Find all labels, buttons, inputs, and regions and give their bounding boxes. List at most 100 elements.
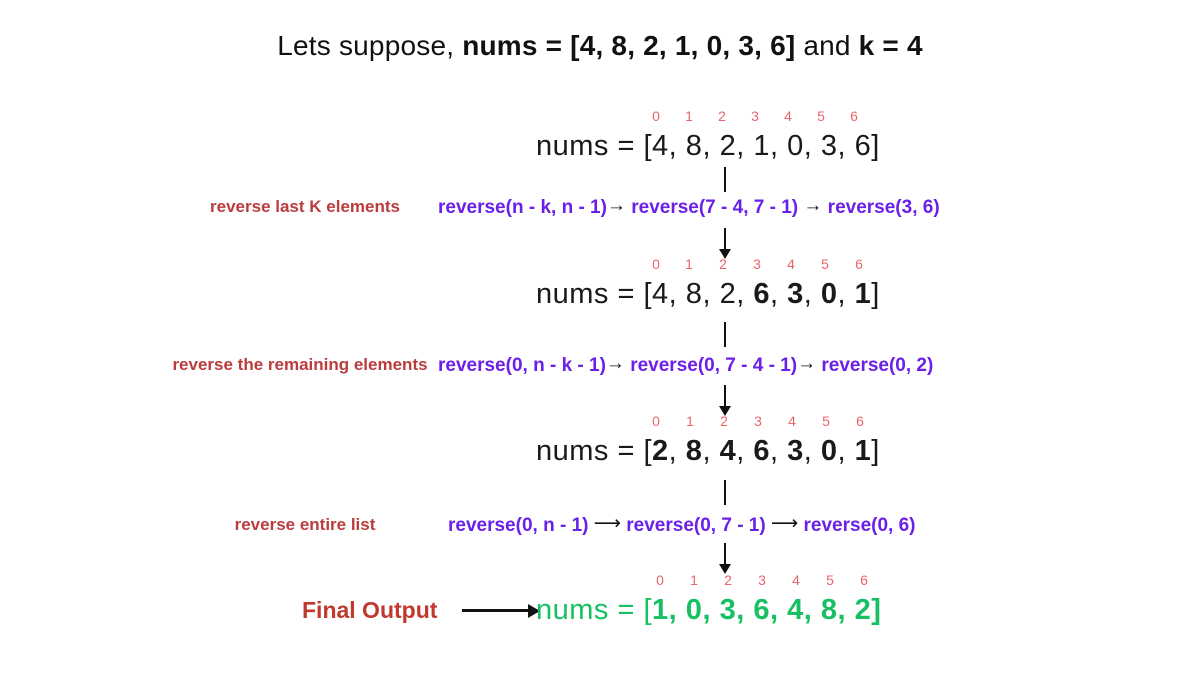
array-row-initial: 0 1 2 3 4 5 6 nums = [4, 8, 2, 1, 0, 3, … <box>0 108 1200 170</box>
array-final-output: 0 1 2 3 4 5 6 nums = [1, 0, 3, 6, 4, 8, … <box>536 572 881 630</box>
expr-resolved-step-2: reverse(0, 2) <box>821 355 934 376</box>
array-element-4: 3 <box>787 278 804 310</box>
array-value-final-output: nums = [1, 0, 3, 6, 4, 8, 2] <box>536 594 882 626</box>
index-label-0: 0 <box>652 256 660 272</box>
array-value-initial: nums = [4, 8, 2, 1, 0, 3, 6] <box>536 130 880 162</box>
array-row-final-output: 0 1 2 3 4 5 6 nums = [1, 0, 3, 6, 4, 8, … <box>0 572 1200 634</box>
inline-arrow-icon-3a: ⟶ <box>593 513 621 534</box>
array-after-step-1: 0 1 2 3 4 5 6 nums = [4, 8, 2, 6, 3, 0, … <box>536 256 880 314</box>
page-title: Lets suppose, nums = [4, 8, 2, 1, 0, 3, … <box>0 30 1200 62</box>
expr-generic-step-2: reverse(0, n - k - 1) <box>438 355 606 376</box>
array-element-6: 1 <box>854 435 872 467</box>
array-element-0: 4 <box>652 130 669 162</box>
expr-resolved-step-3: reverse(0, 6) <box>803 515 916 536</box>
array-element-6: 6 <box>854 130 872 162</box>
index-label-0: 0 <box>652 413 660 429</box>
index-label-5: 5 <box>821 256 829 272</box>
array-close-initial: ] <box>871 130 880 162</box>
step-label-reverse-entire-list: reverse entire list <box>234 515 376 534</box>
inline-arrow-icon-1a: → <box>606 195 626 216</box>
array-label-after-step-2: nums = [ <box>536 435 653 467</box>
connector-arrow-down-1 <box>719 228 731 259</box>
connector-arrow-down-2 <box>719 385 731 416</box>
array-element-4: 0 <box>787 130 804 162</box>
index-label-5: 5 <box>817 108 825 124</box>
inline-arrow-icon-1b: → <box>803 195 823 216</box>
index-label-1: 1 <box>685 108 693 124</box>
step-expressions-reverse-remaining: reverse(0, n - k - 1)→ reverse(0, 7 - 4 … <box>438 353 933 377</box>
array-element-5: 0 <box>820 278 838 310</box>
step-expressions-reverse-entire-list: reverse(0, n - 1) ⟶ reverse(0, 7 - 1) ⟶ … <box>448 512 915 537</box>
index-label-5: 5 <box>822 413 830 429</box>
array-element-2: 2 <box>719 130 737 162</box>
title-prefix: Lets suppose, <box>277 30 463 61</box>
index-label-1: 1 <box>685 256 693 272</box>
array-element-3: 6 <box>753 278 770 310</box>
inline-arrow-icon-2a: → <box>605 353 625 374</box>
index-label-3: 3 <box>754 413 762 429</box>
index-label-2: 2 <box>720 413 728 429</box>
array-label-after-step-1: nums = [ <box>536 278 653 310</box>
array-element-2: 4 <box>719 435 737 467</box>
array-element-1: 0 <box>685 594 703 626</box>
final-output-arrow-icon <box>462 604 540 618</box>
array-element-4: 4 <box>787 594 804 626</box>
array-label-final-output: nums = [ <box>536 594 653 626</box>
step-expressions-reverse-last-k: reverse(n - k, n - 1)→ reverse(7 - 4, 7 … <box>438 195 940 219</box>
index-label-3: 3 <box>751 108 759 124</box>
array-element-6: 2 <box>854 594 872 626</box>
index-labels-final-output: 0 1 2 3 4 5 6 <box>536 572 881 590</box>
inline-arrow-icon-3b: ⟶ <box>770 513 799 534</box>
array-element-2: 3 <box>719 594 737 626</box>
array-close-after-step-2: ] <box>871 435 880 467</box>
index-label-2: 2 <box>724 572 732 588</box>
connector-arrow-down-3 <box>719 543 731 574</box>
array-element-3: 6 <box>753 594 770 626</box>
index-labels-after-step-2: 0 1 2 3 4 5 6 <box>536 413 880 431</box>
array-initial: 0 1 2 3 4 5 6 nums = [4, 8, 2, 1, 0, 3, … <box>536 108 880 166</box>
array-label-initial: nums = [ <box>536 130 653 162</box>
title-nums-expression: nums = [4, 8, 2, 1, 0, 3, 6] <box>462 30 796 61</box>
array-element-5: 8 <box>820 594 838 626</box>
array-element-6: 1 <box>854 278 872 310</box>
array-element-1: 8 <box>685 435 703 467</box>
title-k-expression: k = 4 <box>858 30 923 61</box>
array-element-4: 3 <box>787 435 804 467</box>
array-element-1: 8 <box>685 278 703 310</box>
index-label-0: 0 <box>656 572 664 588</box>
index-label-0: 0 <box>652 108 660 124</box>
index-label-4: 4 <box>784 108 792 124</box>
index-label-6: 6 <box>850 108 858 124</box>
index-label-4: 4 <box>788 413 796 429</box>
index-label-3: 3 <box>753 256 761 272</box>
index-label-1: 1 <box>690 572 698 588</box>
array-close-final-output: ] <box>871 594 882 626</box>
array-element-0: 4 <box>652 278 669 310</box>
index-label-1: 1 <box>686 413 694 429</box>
array-row-after-step-1: 0 1 2 3 4 5 6 nums = [4, 8, 2, 6, 3, 0, … <box>0 256 1200 318</box>
array-element-0: 1 <box>652 594 669 626</box>
step-label-reverse-last-k: reverse last K elements <box>210 197 400 216</box>
array-after-step-2: 0 1 2 3 4 5 6 nums = [2, 8, 4, 6, 3, 0, … <box>536 413 880 471</box>
index-labels-initial: 0 1 2 3 4 5 6 <box>536 108 880 126</box>
array-element-3: 6 <box>753 435 770 467</box>
expr-substituted-step-2: reverse(0, 7 - 4 - 1) <box>630 355 798 376</box>
array-element-5: 3 <box>820 130 838 162</box>
inline-arrow-icon-2b: → <box>797 353 817 374</box>
title-middle: and <box>795 30 859 61</box>
index-label-6: 6 <box>856 413 864 429</box>
array-element-3: 1 <box>753 130 770 162</box>
index-label-2: 2 <box>719 256 727 272</box>
array-element-2: 2 <box>719 278 737 310</box>
array-element-5: 0 <box>820 435 838 467</box>
index-label-6: 6 <box>860 572 868 588</box>
array-element-0: 2 <box>652 435 669 467</box>
connector-stem-1 <box>724 167 726 192</box>
expr-substituted-step-3: reverse(0, 7 - 1) <box>626 515 766 536</box>
expr-resolved-step-1: reverse(3, 6) <box>827 197 940 218</box>
expr-generic-step-3: reverse(0, n - 1) <box>448 515 589 536</box>
array-value-after-step-2: nums = [2, 8, 4, 6, 3, 0, 1] <box>536 435 880 467</box>
connector-stem-3 <box>724 480 726 505</box>
expr-generic-step-1: reverse(n - k, n - 1) <box>438 197 607 218</box>
